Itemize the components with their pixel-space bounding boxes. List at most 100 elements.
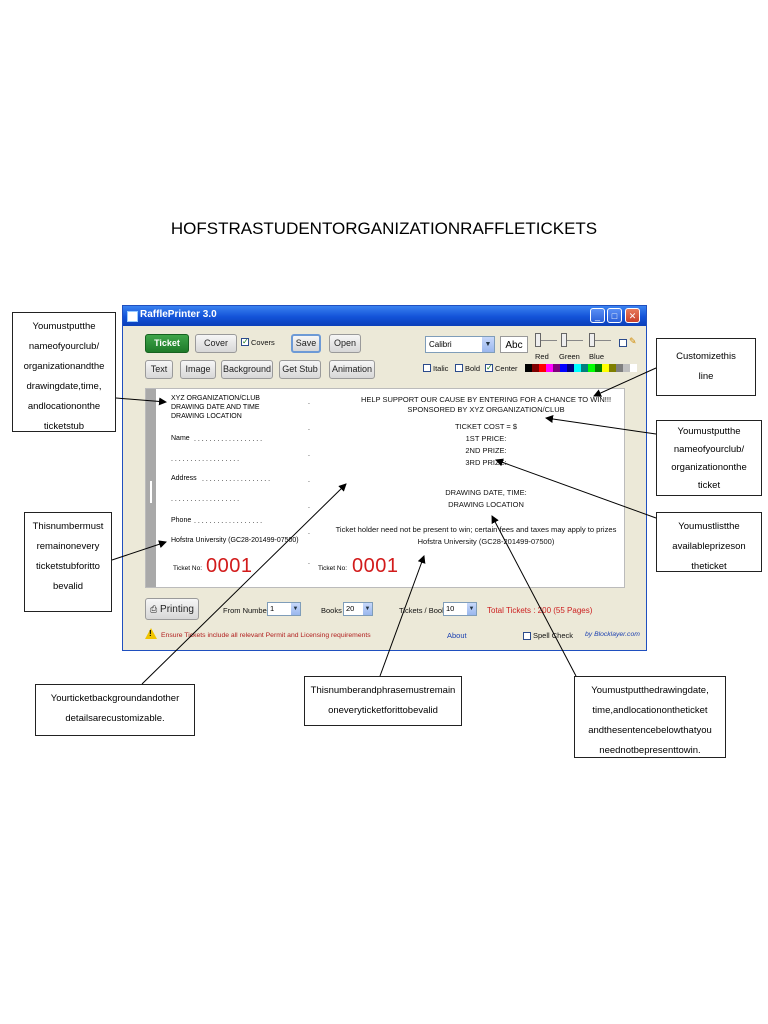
- cover-button[interactable]: Cover: [195, 334, 237, 353]
- covers-label: Covers: [251, 338, 275, 347]
- callout-line: Thisnumberandphrasemustremain: [310, 685, 456, 696]
- ticket-number[interactable]: 0001: [352, 555, 399, 577]
- palette-swatch[interactable]: [574, 364, 581, 372]
- printer-icon: ⎙: [150, 604, 158, 614]
- callout-line: neednotbepresenttowin.: [599, 745, 701, 756]
- palette-swatch[interactable]: [609, 364, 616, 372]
- save-button[interactable]: Save: [291, 334, 321, 353]
- palette-swatch[interactable]: [546, 364, 553, 372]
- palette-swatch[interactable]: [595, 364, 602, 372]
- stub-registration[interactable]: Hofstra University (GC28-201499-07500): [171, 537, 299, 544]
- ticket-registration[interactable]: Hofstra University (GC28-201499-07500): [417, 537, 555, 546]
- italic-checkbox[interactable]: [423, 364, 431, 372]
- credit-link[interactable]: by Blocklayer.com: [585, 631, 640, 638]
- center-checkbox[interactable]: ✓: [485, 363, 493, 372]
- chevron-down-icon[interactable]: ▼: [291, 603, 300, 615]
- palette-swatch[interactable]: [567, 364, 574, 372]
- separator-dot: .: [308, 399, 310, 406]
- blue-slider-track[interactable]: [589, 340, 611, 341]
- ticket-prize-3[interactable]: 3RD PRIZE:: [465, 458, 507, 467]
- callout-line: remainonevery: [36, 541, 100, 552]
- separator-dot: .: [308, 451, 310, 458]
- close-button[interactable]: ✕: [625, 308, 640, 323]
- callout-line: organizationandthe: [23, 361, 105, 372]
- center-label: Center: [495, 364, 518, 373]
- image-button[interactable]: Image: [180, 360, 216, 379]
- palette-swatch[interactable]: [602, 364, 609, 372]
- bold-checkbox[interactable]: [455, 364, 463, 372]
- ticket-headline[interactable]: HELP SUPPORT OUR CAUSE BY ENTERING FOR A…: [360, 395, 612, 404]
- stub-date[interactable]: DRAWING DATE AND TIME: [171, 404, 260, 411]
- palette-swatch[interactable]: [630, 364, 637, 372]
- window-title: RafflePrinter 3.0: [140, 309, 217, 320]
- chevron-down-icon[interactable]: ▼: [482, 337, 494, 352]
- callout-line: Thisnumbermust: [32, 521, 104, 532]
- red-slider-handle[interactable]: [535, 333, 541, 347]
- green-label: Green: [559, 352, 580, 361]
- chevron-down-icon[interactable]: ▼: [467, 603, 476, 615]
- minimize-button[interactable]: _: [590, 308, 605, 323]
- callout-line: nameofyourclub/: [673, 444, 745, 455]
- ticket-button[interactable]: Ticket: [145, 334, 189, 353]
- covers-checkbox[interactable]: ✓: [241, 337, 249, 346]
- palette-swatch[interactable]: [553, 364, 560, 372]
- separator-dot: .: [308, 559, 310, 566]
- ticket-disclaimer[interactable]: Ticket holder need not be present to win…: [335, 525, 617, 534]
- ticket-drawing-location[interactable]: DRAWING LOCATION: [448, 500, 524, 509]
- stub-org[interactable]: XYZ ORGANIZATION/CLUB: [171, 395, 260, 402]
- callout-number-ticket: Thisnumberandphrasemustremain oneverytic…: [304, 676, 462, 726]
- callout-line: bevalid: [52, 581, 84, 592]
- spell-check-checkbox[interactable]: [523, 632, 531, 640]
- maximize-button[interactable]: □: [607, 308, 622, 323]
- printing-button[interactable]: ⎙ Printing: [145, 598, 199, 620]
- from-number-value: 1: [270, 604, 275, 613]
- palette-swatch[interactable]: [525, 364, 532, 372]
- tickets-book-select[interactable]: 10 ▼: [443, 602, 477, 616]
- callout-line: oneveryticketforittobevalid: [328, 705, 438, 716]
- palette-swatch[interactable]: [581, 364, 588, 372]
- title-bar[interactable]: RafflePrinter 3.0 _ □ ✕: [123, 306, 646, 326]
- ticket-canvas[interactable]: XYZ ORGANIZATION/CLUB DRAWING DATE AND T…: [145, 388, 625, 588]
- stub-location[interactable]: DRAWING LOCATION: [171, 413, 242, 420]
- ticket-prize-2[interactable]: 2ND PRIZE:: [465, 446, 507, 455]
- animation-button[interactable]: Animation: [329, 360, 375, 379]
- callout-customize: Customizethis line: [656, 338, 756, 396]
- blue-slider-handle[interactable]: [589, 333, 595, 347]
- color-palette: [525, 364, 637, 372]
- stub-name-dots: . . . . . . . . . . . . . . . . . .: [194, 436, 263, 443]
- callout-line: Youmustlistthe: [678, 521, 740, 532]
- ticket-sponsor[interactable]: SPONSORED BY XYZ ORGANIZATION/CLUB: [407, 405, 565, 414]
- callout-line: ticket: [697, 480, 721, 491]
- color-checkbox[interactable]: [619, 339, 627, 347]
- separator-dot: .: [308, 529, 310, 536]
- callout-prizes: Youmustlistthe availableprizeson thetick…: [656, 512, 762, 572]
- background-button[interactable]: Background: [221, 360, 273, 379]
- palette-swatch[interactable]: [532, 364, 539, 372]
- books-select[interactable]: 20 ▼: [343, 602, 373, 616]
- open-button[interactable]: Open: [329, 334, 361, 353]
- about-link[interactable]: About: [447, 631, 467, 640]
- palette-swatch[interactable]: [588, 364, 595, 372]
- stub-divider-handle[interactable]: [150, 481, 152, 503]
- ticket-prize-1[interactable]: 1ST PRICE:: [465, 434, 507, 443]
- chevron-down-icon[interactable]: ▼: [363, 603, 372, 615]
- palette-swatch[interactable]: [539, 364, 546, 372]
- stub-name-label: Name: [171, 435, 190, 442]
- font-select[interactable]: Calibri ▼: [425, 336, 495, 353]
- callout-drawing: Youmustputthedrawingdate, time,andlocati…: [574, 676, 726, 758]
- stub-ticket-number[interactable]: 0001: [206, 555, 253, 577]
- green-slider-track[interactable]: [561, 340, 583, 341]
- palette-swatch[interactable]: [560, 364, 567, 372]
- green-slider-handle[interactable]: [561, 333, 567, 347]
- pencil-icon[interactable]: ✎: [629, 336, 637, 346]
- ticket-drawing-time[interactable]: DRAWING DATE, TIME:: [445, 488, 527, 497]
- callout-club-ticket: Youmustputthe nameofyourclub/ organizati…: [656, 420, 762, 496]
- callout-line: drawingdate,time,: [26, 381, 102, 392]
- ticket-cost[interactable]: TICKET COST = $: [454, 422, 518, 431]
- get-stub-button[interactable]: Get Stub: [279, 360, 321, 379]
- from-number-select[interactable]: 1 ▼: [267, 602, 301, 616]
- red-slider-track[interactable]: [535, 340, 557, 341]
- text-button[interactable]: Text: [145, 360, 173, 379]
- palette-swatch[interactable]: [623, 364, 630, 372]
- palette-swatch[interactable]: [616, 364, 623, 372]
